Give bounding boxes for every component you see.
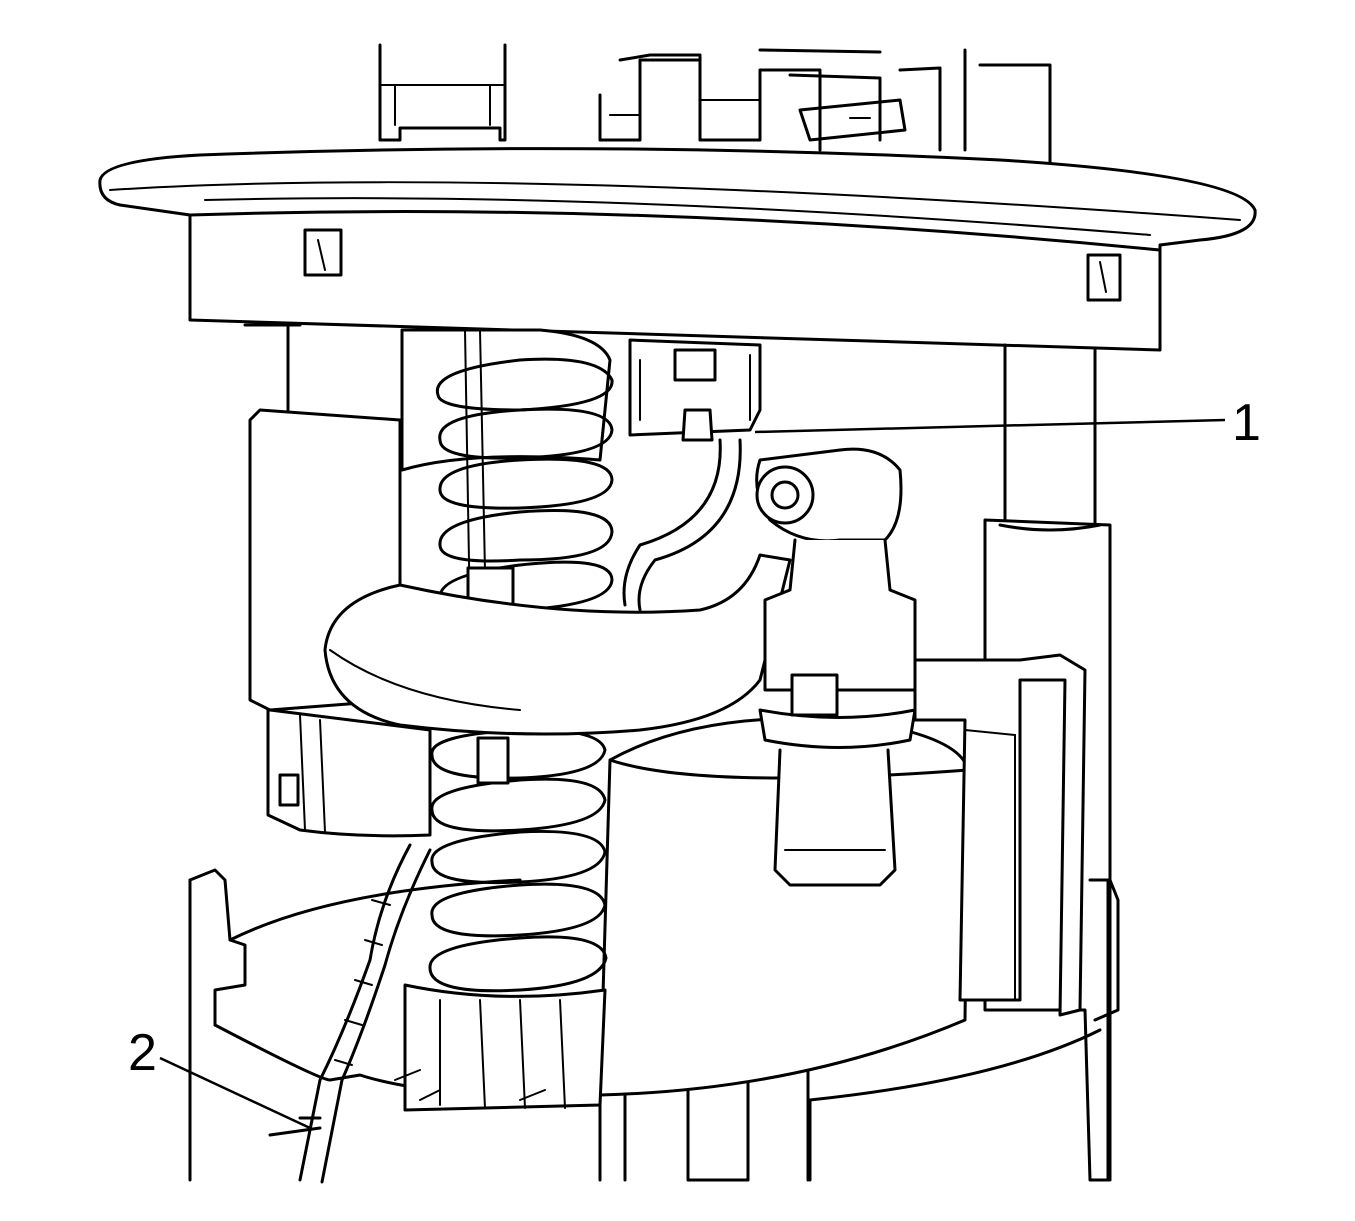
callout-label-1: 1	[1232, 394, 1261, 452]
flange-slot-left	[303, 228, 343, 277]
curved-hose	[323, 553, 792, 736]
pump-bracket	[913, 653, 1087, 1017]
electrical-connector	[628, 338, 762, 442]
lower-spring	[428, 728, 608, 993]
wire-harness-upper	[622, 438, 742, 612]
callout-leaders	[159, 418, 1226, 1130]
top-fittings	[378, 43, 1052, 167]
leader-line-2	[159, 1056, 311, 1130]
wire-harness-lower	[268, 843, 432, 1184]
flange	[98, 147, 1257, 352]
spring-column	[394, 328, 612, 1112]
callout-label-2: 2	[128, 1024, 157, 1082]
flange-slot-right	[1086, 253, 1122, 302]
fuel-line-fitting	[755, 447, 917, 887]
leader-line-1	[754, 418, 1226, 434]
